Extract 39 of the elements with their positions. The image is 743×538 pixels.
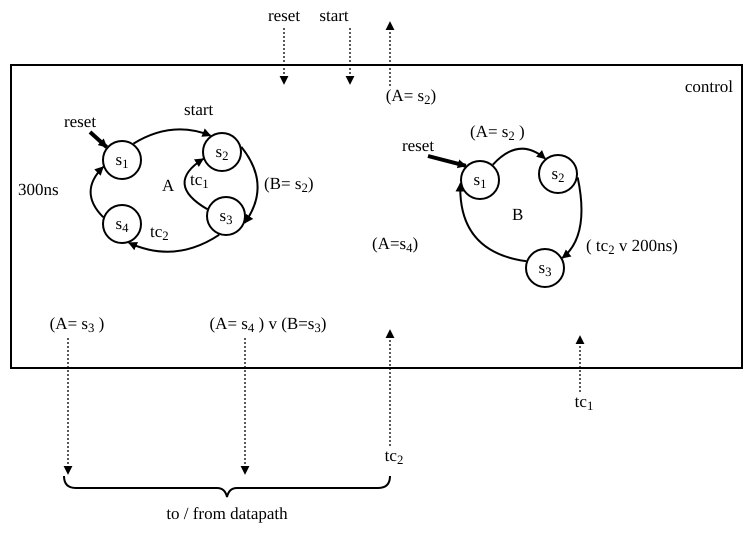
signal-label: (A= s$_{4}$ ) v (B=s$_{3}$) [168,314,368,338]
signal-label: (A= s$_{3}$ ) [30,314,124,338]
transition-arrow [88,130,108,149]
edge-label: (A=s$_{4}$) [372,234,418,254]
machine-name: A [162,176,174,196]
transition-arrow [90,166,104,218]
signal-label: (A= s$_{2}$) [374,86,448,110]
transition-arrow [184,158,208,210]
signal-arrow [280,28,288,85]
signal-label: tc$_{1}$ [566,392,602,418]
transition-arrow [428,154,467,168]
signal-label: start [314,6,354,28]
transition-arrow [492,148,546,166]
signal-arrow [64,338,72,475]
edge-label: (B= s$_{2}$) [264,174,314,194]
signal-arrow [346,28,354,85]
edge-label: 300ns [18,180,59,200]
signal-label: reset [262,6,306,28]
signal-label: reset [396,136,440,156]
edge-label: tc$_{1}$ [190,170,209,190]
signal-arrow [386,21,394,86]
machine-name: B [512,205,524,225]
transition-arrow [562,177,582,259]
transition-arrow [128,234,220,253]
edge-label: (A= s$_{2}$ ) [470,122,525,142]
edge-label: start [184,100,214,120]
frame-title: control [684,76,733,98]
bracket-caption: to / from datapath [165,504,289,524]
transition-arrow [132,128,212,144]
signal-label: reset [58,112,102,132]
control-frame [10,64,743,369]
edge-label: tc$_{2}$ [150,222,169,242]
signal-arrow [240,338,250,475]
transition-arrow [456,182,526,262]
signal-label: tc$_{2}$ [376,446,412,472]
signal-arrow [576,335,584,392]
signal-arrow [386,329,394,446]
edge-label: ( tc$_{2}$ v 200ns) [586,236,678,256]
transition-arrow [240,146,259,224]
